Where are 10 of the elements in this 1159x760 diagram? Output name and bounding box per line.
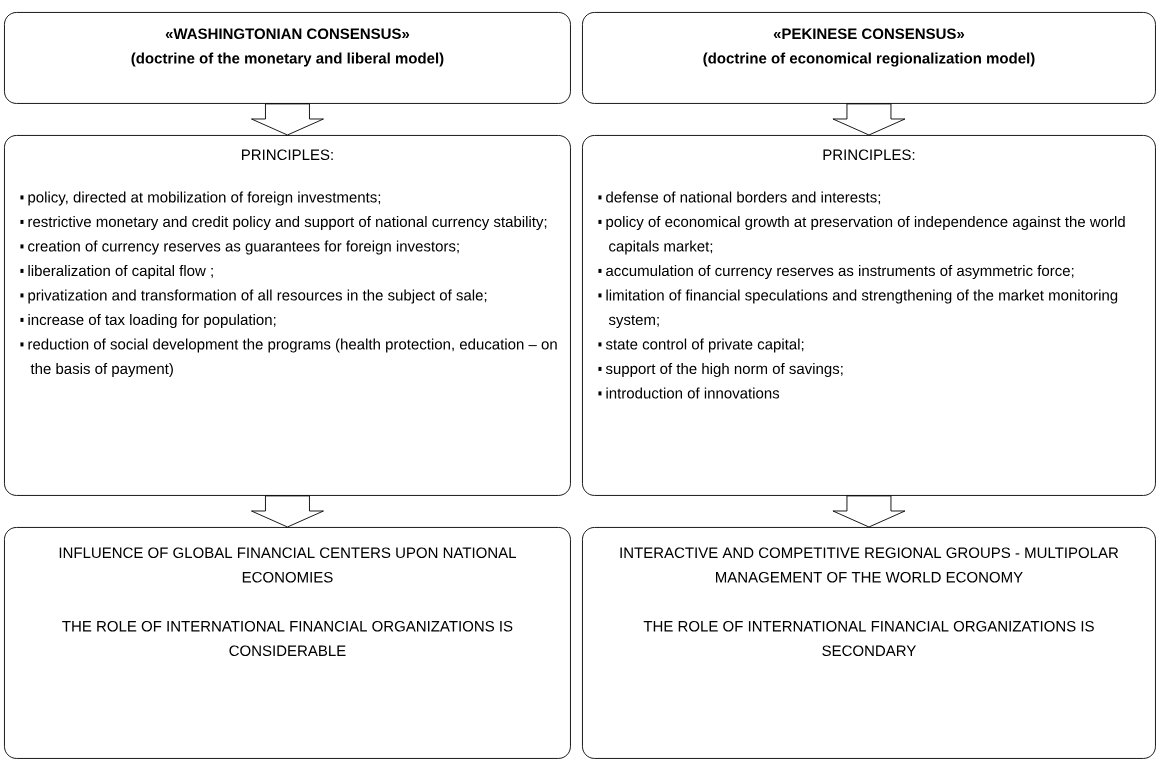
block-arrow (251, 103, 324, 136)
block-arrow (251, 495, 324, 528)
heading-box: «WASHINGTONIAN CONSENSUS» (doctrine of the monetary and liberal model) (4, 12, 571, 104)
block-arrow (832, 103, 906, 136)
principles-box: PRINCIPLES: policy, directed at mobilization of foreign investments; restrictive monetary and credit policy and support of national currency stability; creation of currency reserves as guarantees for foreign investors; liberalization of capital flow ; privatization and transformation of all resources in the subject of sale; increase of tax loading for population; reduction of social development the programs (health protection, education – on the basis of payment) (4, 135, 571, 496)
principles-box: PRINCIPLES: defense of national borders and interests; policy of economical growth at preservation of independence against the world capitals market; accumulation of currency reserves as instruments of asymmetric force; limitation of financial speculations and strengthening of the market monitoring system; state control of private capital; support of the high norm of savings; introduction of innovations (582, 135, 1156, 496)
result-box: INTERACTIVE AND COMPETITIVE REGIONAL GROUPS - MULTIPOLAR MANAGEMENT OF THE WORLD ECONOMY THE ROLE OF INTERNATIONAL FINANCIAL ORGANIZATIONS IS SECONDARY (582, 527, 1156, 759)
heading-box: «PEKINESE CONSENSUS» (doctrine of economical regionalization model) (582, 12, 1156, 104)
result-box: INFLUENCE OF GLOBAL FINANCIAL CENTERS UPON NATIONAL ECONOMIES THE ROLE OF INTERNATIONAL FINANCIAL ORGANIZATIONS IS CONSIDERABLE (4, 527, 571, 759)
block-arrow (832, 495, 906, 528)
